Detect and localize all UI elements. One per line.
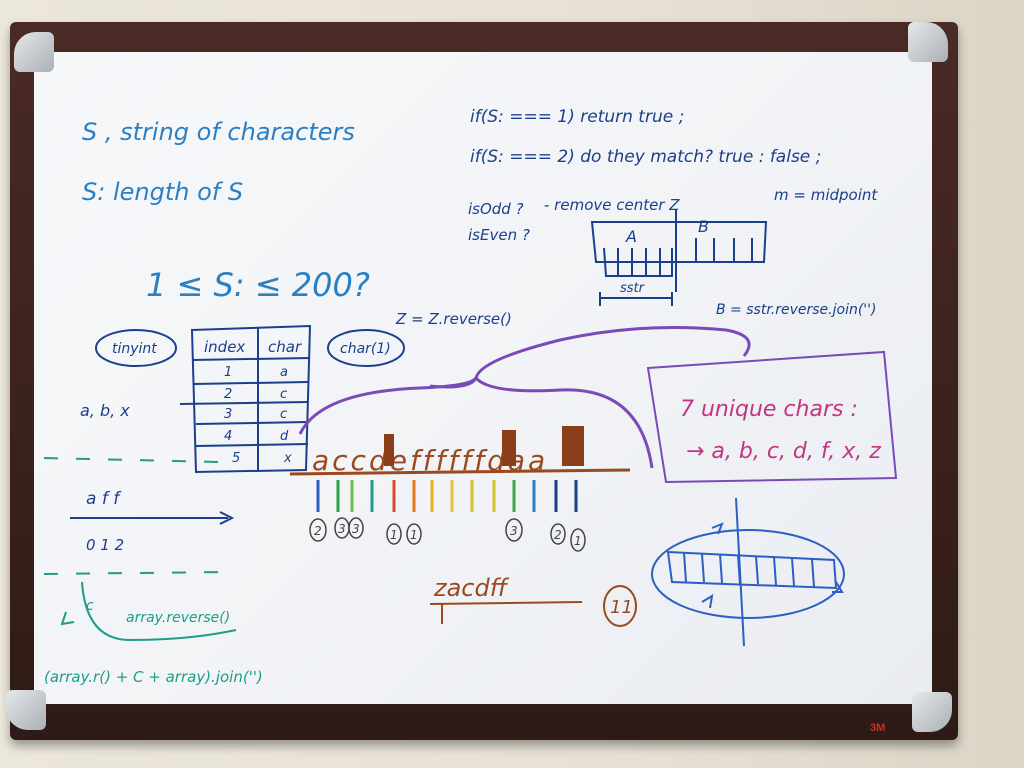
count-4: 1 xyxy=(390,528,398,542)
sequence-underline xyxy=(289,468,631,476)
label-char-fn: char(1) xyxy=(340,341,391,357)
tinyint-oval xyxy=(95,329,177,367)
note-is-odd: isOdd ? xyxy=(468,200,524,218)
note-array-reverse: array.reverse() xyxy=(126,610,230,626)
note-zacdff: zacdff xyxy=(433,574,510,602)
purple-brace-top xyxy=(298,326,751,435)
table-row-1-index: 1 xyxy=(224,365,232,380)
note-b-join: B = sstr.reverse.join('') xyxy=(716,302,876,318)
index-axis-arrow xyxy=(219,511,235,525)
count-2: 3 xyxy=(338,522,346,536)
char-oval xyxy=(327,329,405,367)
code-line-1: if(S: === 1) return true ; xyxy=(470,107,684,127)
label-sstr: sstr xyxy=(620,281,646,296)
table-row-4-index: 4 xyxy=(224,429,232,444)
purple-brace-center xyxy=(429,377,478,389)
teal-dashed-line-bottom xyxy=(43,571,231,575)
note-c: c xyxy=(86,598,94,614)
scribble-mark-3 xyxy=(562,426,584,466)
count-1: 2 xyxy=(314,524,322,538)
colored-ticks xyxy=(316,480,578,512)
frame-corner-top-left xyxy=(14,32,54,72)
note-string-of-characters: S , string of characters xyxy=(82,118,355,146)
note-is-even: isEven ? xyxy=(468,226,530,244)
scribble-mark-1 xyxy=(384,434,394,466)
table-row-5-char: x xyxy=(283,451,292,466)
note-z-reverse: Z = Z.reverse() xyxy=(395,310,512,328)
table-row-1-char: a xyxy=(280,365,288,380)
brand-logo: 3M xyxy=(870,722,886,734)
count-circles xyxy=(309,517,586,552)
note-abx: a, b, x xyxy=(80,401,130,420)
count-3: 3 xyxy=(352,522,360,536)
count-7: 2 xyxy=(554,528,562,542)
label-tinyint: tinyint xyxy=(112,341,157,357)
note-constraint: 1 ≤ S: ≤ 200? xyxy=(146,266,370,304)
note-midpoint: m = midpoint xyxy=(774,186,878,204)
note-index-labels: 0 1 2 xyxy=(86,536,124,554)
note-unique-list: → a, b, c, d, f, x, z xyxy=(686,439,881,464)
table-row-2-index: 2 xyxy=(224,387,232,402)
label-a: A xyxy=(625,227,637,246)
table-row-4-char: d xyxy=(280,429,289,444)
note-afff: a f f xyxy=(86,489,122,509)
note-unique-title: 7 unique chars : xyxy=(680,397,858,422)
ab-array-sketch xyxy=(590,210,768,306)
teal-dashed-line-top xyxy=(43,457,221,463)
zacdff-underline xyxy=(429,601,583,605)
count-5: 1 xyxy=(410,528,418,542)
note-remove-center: - remove center Z xyxy=(544,196,680,214)
count-6: 3 xyxy=(510,524,518,538)
whiteboard-surface xyxy=(34,52,932,704)
teal-arrow-head xyxy=(60,611,75,626)
table-row-5-index: 5 xyxy=(232,451,240,466)
table-header-index: index xyxy=(204,338,245,356)
code-line-2: if(S: === 2) do they match? true : false… xyxy=(470,147,821,167)
count-8: 1 xyxy=(574,534,582,548)
frame-corner-bottom-left xyxy=(6,690,46,730)
table-row-2-char: c xyxy=(280,387,287,402)
table-row-3-index: 3 xyxy=(224,407,232,422)
rotation-sketch xyxy=(651,497,845,647)
note-eleven: 11 xyxy=(610,597,633,618)
note-join-line: (array.r() + C + array).join('') xyxy=(44,668,263,686)
label-b: B xyxy=(698,217,709,236)
scribble-mark-2 xyxy=(502,430,516,466)
index-char-table xyxy=(179,324,312,474)
frame-corner-bottom-right xyxy=(912,692,952,732)
frame-corner-top-right xyxy=(908,22,948,62)
eleven-circle xyxy=(603,585,637,627)
purple-brace-right xyxy=(474,376,654,469)
table-row-3-char: c xyxy=(280,407,287,422)
teal-curve xyxy=(81,581,237,642)
table-header-char: char xyxy=(268,338,302,356)
unique-chars-box xyxy=(646,350,898,484)
note-length-of-s: S: length of S xyxy=(82,178,243,206)
